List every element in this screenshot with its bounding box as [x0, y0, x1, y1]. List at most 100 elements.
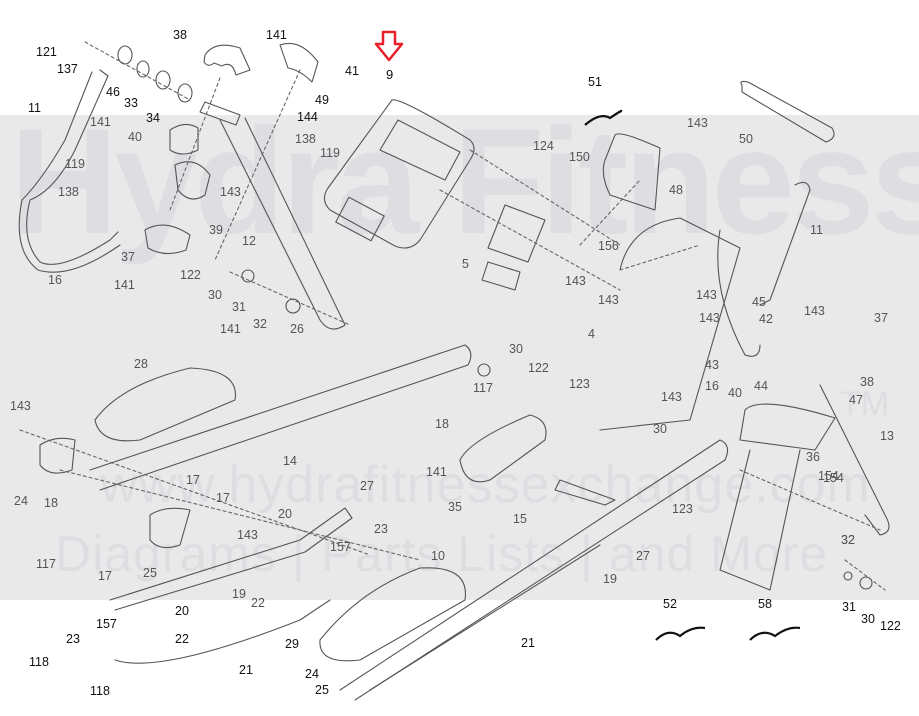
label-11-left[interactable]: 11 — [28, 101, 41, 115]
label-137[interactable]: 137 — [57, 62, 78, 76]
label-40-left[interactable]: 40 — [128, 130, 142, 144]
label-25-left[interactable]: 25 — [143, 566, 157, 580]
label-16-right[interactable]: 16 — [705, 379, 719, 393]
label-5[interactable]: 5 — [462, 257, 469, 271]
label-122-mid[interactable]: 122 — [528, 361, 549, 375]
label-143-frame-a[interactable]: 143 — [696, 288, 717, 302]
label-30-left[interactable]: 30 — [208, 288, 222, 302]
label-143-cover[interactable]: 143 — [687, 116, 708, 130]
label-32-right[interactable]: 32 — [841, 533, 855, 547]
label-32-front[interactable]: 32 — [841, 533, 855, 547]
label-44[interactable]: 44 — [754, 379, 768, 393]
label-157-mid[interactable]: 157 — [330, 540, 351, 554]
label-143-frame-d[interactable]: 143 — [661, 390, 682, 404]
label-49[interactable]: 49 — [315, 93, 329, 107]
label-30-bottom[interactable]: 30 — [861, 612, 875, 626]
label-4[interactable]: 4 — [588, 327, 595, 341]
label-50[interactable]: 50 — [739, 132, 753, 146]
label-23-mid[interactable]: 23 — [374, 522, 388, 536]
label-143-mast-b[interactable]: 143 — [598, 293, 619, 307]
label-20-bottom[interactable]: 20 — [175, 604, 189, 618]
label-51[interactable]: 51 — [588, 75, 602, 89]
label-10[interactable]: 10 — [431, 549, 445, 563]
label-30-mid[interactable]: 30 — [509, 342, 523, 356]
label-17-c[interactable]: 17 — [98, 569, 112, 583]
label-19-right[interactable]: 19 — [603, 572, 617, 586]
label-23-bottom[interactable]: 23 — [66, 632, 80, 646]
label-150[interactable]: 150 — [569, 150, 590, 164]
label-141-bracket[interactable]: 141 — [220, 322, 241, 336]
label-22-mid[interactable]: 22 — [251, 596, 265, 610]
label-141-left[interactable]: 141 — [90, 115, 111, 129]
label-33[interactable]: 33 — [124, 96, 138, 110]
label-41[interactable]: 41 — [345, 64, 359, 78]
label-39[interactable]: 39 — [209, 223, 223, 237]
label-38-top[interactable]: 38 — [173, 28, 187, 42]
label-121[interactable]: 121 — [36, 45, 57, 59]
label-156[interactable]: 156 — [598, 239, 619, 253]
label-157-bottom[interactable]: 157 — [96, 617, 117, 631]
label-36[interactable]: 36 — [806, 450, 820, 464]
label-29[interactable]: 29 — [285, 637, 299, 651]
label-58[interactable]: 58 — [758, 597, 772, 611]
label-38-right[interactable]: 38 — [860, 375, 874, 389]
label-31-left[interactable]: 31 — [232, 300, 246, 314]
label-46[interactable]: 46 — [106, 85, 120, 99]
label-154-front[interactable]: 154 — [818, 469, 839, 483]
label-117-left[interactable]: 117 — [36, 557, 56, 571]
label-15[interactable]: 15 — [513, 512, 527, 526]
label-25-bottom[interactable]: 25 — [315, 683, 329, 697]
label-28[interactable]: 28 — [134, 357, 148, 371]
label-143-frame-c[interactable]: 143 — [804, 304, 825, 318]
label-122-left[interactable]: 122 — [180, 268, 201, 282]
label-45[interactable]: 45 — [752, 295, 766, 309]
label-118-b[interactable]: 118 — [90, 684, 110, 698]
label-47[interactable]: 47 — [849, 393, 863, 407]
label-34[interactable]: 34 — [146, 111, 160, 125]
label-141-mid[interactable]: 141 — [114, 278, 135, 292]
label-27-right[interactable]: 27 — [636, 549, 650, 563]
label-17-b[interactable]: 17 — [216, 491, 230, 505]
label-20-mid[interactable]: 20 — [278, 507, 292, 521]
label-19-left[interactable]: 19 — [232, 587, 246, 601]
label-118-a[interactable]: 118 — [29, 655, 49, 669]
label-144[interactable]: 144 — [297, 110, 318, 124]
label-37-right[interactable]: 37 — [874, 311, 888, 325]
label-35[interactable]: 35 — [448, 500, 462, 514]
label-138-top[interactable]: 138 — [295, 132, 316, 146]
label-143-cover25[interactable]: 143 — [237, 528, 258, 542]
label-21-left[interactable]: 21 — [239, 663, 253, 677]
label-11-right[interactable]: 11 — [810, 223, 823, 237]
label-21-right[interactable]: 21 — [521, 636, 535, 650]
label-37-left[interactable]: 37 — [121, 250, 135, 264]
label-18-mid[interactable]: 18 — [435, 417, 449, 431]
label-124[interactable]: 124 — [533, 139, 554, 153]
label-117-mid[interactable]: 117 — [473, 381, 493, 395]
label-143-upper[interactable]: 143 — [220, 185, 241, 199]
label-14[interactable]: 14 — [283, 454, 297, 468]
label-143-left[interactable]: 143 — [10, 399, 31, 413]
label-22-bottom[interactable]: 22 — [175, 632, 189, 646]
label-24-bottom[interactable]: 24 — [305, 667, 319, 681]
label-119-top[interactable]: 119 — [320, 146, 340, 160]
label-40-right[interactable]: 40 — [728, 386, 742, 400]
label-52[interactable]: 52 — [663, 597, 677, 611]
label-123-left[interactable]: 123 — [569, 377, 590, 391]
label-119-left[interactable]: 119 — [65, 157, 85, 171]
label-42[interactable]: 42 — [759, 312, 773, 326]
label-122-bottom[interactable]: 122 — [880, 619, 901, 633]
label-154-right[interactable]: 154 — [823, 471, 844, 485]
label-138-left[interactable]: 138 — [58, 185, 79, 199]
label-9-console[interactable]: 9 — [386, 67, 394, 82]
label-18-left[interactable]: 18 — [44, 496, 58, 510]
label-143-frame-b[interactable]: 143 — [699, 311, 720, 325]
label-27-left[interactable]: 27 — [360, 479, 374, 493]
label-17-a[interactable]: 17 — [186, 473, 200, 487]
label-143-mast-a[interactable]: 143 — [565, 274, 586, 288]
label-43[interactable]: 43 — [705, 358, 719, 372]
label-30-right[interactable]: 30 — [653, 422, 667, 436]
label-32-left[interactable]: 32 — [253, 317, 267, 331]
label-141-top[interactable]: 141 — [266, 28, 287, 42]
label-31-bottom[interactable]: 31 — [842, 600, 856, 614]
label-26[interactable]: 26 — [290, 322, 304, 336]
